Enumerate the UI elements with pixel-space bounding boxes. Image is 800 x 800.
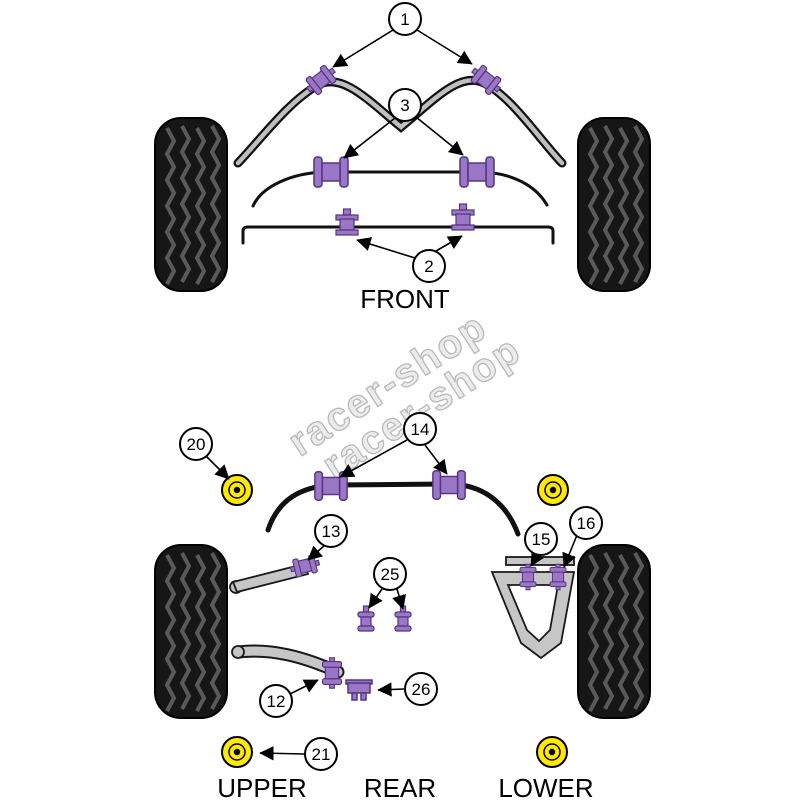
rear-lower-arm bbox=[231, 644, 345, 679]
callout-1-circle bbox=[388, 2, 422, 36]
callout-21: 21 bbox=[304, 737, 338, 771]
bushing-lower-right-yellow bbox=[536, 736, 568, 768]
callout-14-number: 14 bbox=[411, 420, 430, 439]
callout-3-number: 3 bbox=[400, 96, 409, 115]
callout-12: 12 bbox=[259, 684, 293, 718]
tire-front-left bbox=[153, 116, 229, 293]
tire-rear-left bbox=[153, 543, 229, 720]
bushing-15 bbox=[519, 563, 537, 591]
callout-16: 16 bbox=[569, 506, 603, 540]
tire-rear-right bbox=[576, 543, 652, 720]
callout-13-arrow bbox=[307, 544, 326, 561]
bushing-25-right bbox=[394, 605, 412, 632]
callout-21-circle bbox=[304, 737, 338, 771]
lower-label: LOWER bbox=[498, 773, 593, 800]
callout-3-arrow-right bbox=[415, 116, 464, 156]
callout-2-circle bbox=[412, 249, 446, 283]
callout-14-arrow-right bbox=[424, 444, 448, 475]
callout-12-arrow bbox=[289, 679, 319, 695]
rear-label: REAR bbox=[364, 773, 436, 800]
bushing-2-left bbox=[335, 208, 359, 236]
watermark: racer-shop racer-shop bbox=[280, 304, 530, 489]
bushing-16 bbox=[549, 563, 567, 591]
callout-20-circle bbox=[179, 427, 213, 461]
callout-15-number: 15 bbox=[532, 530, 551, 549]
bushing-21-yellow bbox=[221, 736, 253, 768]
callout-2-arrow-right bbox=[435, 235, 463, 252]
callout-1-number: 1 bbox=[400, 10, 409, 29]
callout-3: 3 bbox=[388, 88, 422, 122]
callout-1-arrow-left bbox=[332, 29, 394, 68]
callout-2: 2 bbox=[412, 249, 446, 283]
callout-25: 25 bbox=[373, 557, 407, 591]
bushing-26 bbox=[345, 679, 373, 701]
bushing-upper-right-yellow bbox=[537, 474, 569, 506]
front-antiroll-bar bbox=[233, 75, 567, 168]
callout-1: 1 bbox=[388, 2, 422, 36]
rear-antiroll-bar bbox=[265, 481, 521, 537]
bushing-2-right bbox=[451, 203, 475, 231]
front-label: FRONT bbox=[360, 284, 450, 314]
callout-25-circle bbox=[373, 557, 407, 591]
bushing-3-right bbox=[459, 156, 495, 188]
callout-13-number: 13 bbox=[322, 522, 341, 541]
callout-26-number: 26 bbox=[412, 680, 431, 699]
callout-15-arrow bbox=[530, 550, 545, 567]
callout-14-circle bbox=[403, 412, 437, 446]
callout-20-arrow bbox=[205, 455, 230, 480]
callout-25-arrow-right bbox=[392, 588, 406, 610]
rear-toe-link bbox=[505, 556, 575, 566]
callout-13-circle bbox=[314, 514, 348, 548]
callout-20: 20 bbox=[179, 427, 213, 461]
callout-25-arrow-left bbox=[368, 588, 383, 609]
callout-2-number: 2 bbox=[424, 257, 433, 276]
rear-section: 14 20 13 15 16 25 bbox=[153, 412, 652, 800]
callout-25-number: 25 bbox=[381, 565, 400, 584]
callout-12-number: 12 bbox=[267, 692, 286, 711]
bushing-25-left bbox=[357, 605, 375, 632]
bushing-14-right bbox=[432, 470, 466, 500]
callout-26: 26 bbox=[404, 672, 438, 706]
callout-21-number: 21 bbox=[312, 745, 331, 764]
callout-16-number: 16 bbox=[577, 514, 596, 533]
front-chassis-bar bbox=[251, 170, 549, 208]
front-section: 1 3 2 FRONT bbox=[153, 2, 652, 314]
callout-26-circle bbox=[404, 672, 438, 706]
callout-3-circle bbox=[388, 88, 422, 122]
bushing-12 bbox=[321, 657, 343, 689]
callout-16-circle bbox=[569, 506, 603, 540]
callout-26-arrow bbox=[377, 682, 405, 697]
callout-3-arrow-left bbox=[343, 117, 396, 159]
callout-12-circle bbox=[259, 684, 293, 718]
callout-2-arrow-left bbox=[356, 237, 416, 259]
rear-upper-arm bbox=[229, 562, 310, 594]
callout-20-number: 20 bbox=[187, 435, 206, 454]
callout-14: 14 bbox=[403, 412, 437, 446]
upper-label: UPPER bbox=[217, 773, 307, 800]
callout-21-arrow bbox=[259, 746, 305, 761]
callout-15-circle bbox=[524, 522, 558, 556]
callout-14-arrow-left bbox=[339, 439, 408, 478]
callout-1-arrow-right bbox=[416, 29, 473, 65]
callout-15: 15 bbox=[524, 522, 558, 556]
bushing-3-left bbox=[313, 156, 349, 188]
tire-front-right bbox=[576, 116, 652, 293]
callout-13: 13 bbox=[314, 514, 348, 548]
front-subframe-bar bbox=[241, 225, 555, 245]
callout-16-arrow bbox=[562, 534, 578, 568]
bushing-20-yellow bbox=[221, 474, 253, 506]
